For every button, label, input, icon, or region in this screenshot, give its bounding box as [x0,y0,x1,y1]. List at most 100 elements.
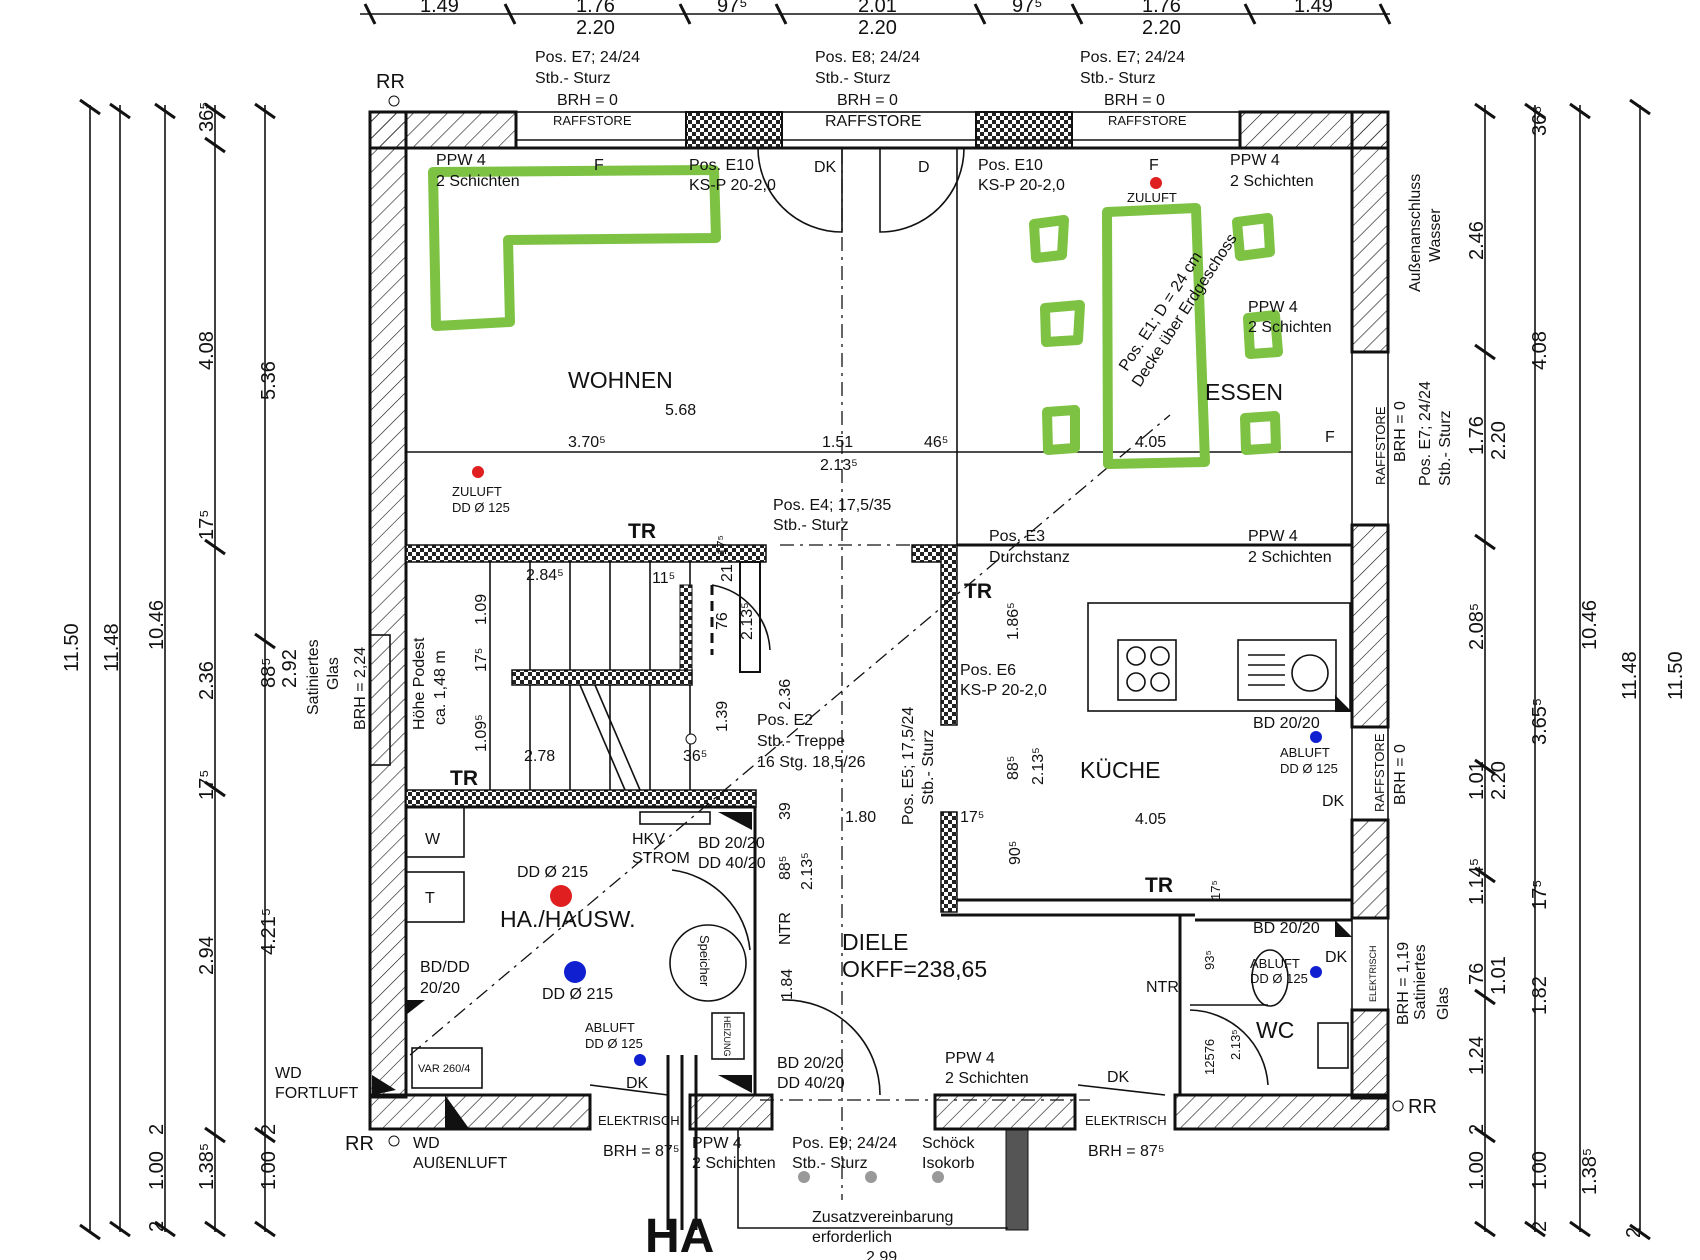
anchor-point [932,1171,944,1183]
plan-annotation: 2.13⁵ [739,602,756,640]
plan-annotation: F [594,157,604,174]
plan-annotation: Speicher [697,935,712,987]
plan-annotation: DD Ø 215 [517,864,588,881]
rr-marker [1392,1100,1404,1112]
plan-annotation: 2 Schichten [1248,549,1332,566]
plan-annotation: Glas [1435,987,1452,1020]
plan-annotation: PPW 4 [436,152,486,169]
chair-outline [1243,310,1283,359]
plan-annotation: Durchstanz [989,549,1070,566]
interior-walls [404,146,1352,1200]
plan-annotation: BRH = 87⁵ [603,1143,679,1160]
plan-annotation: BD 20/20 [698,835,765,852]
chair-outline [1029,215,1069,263]
chair-outline [1240,411,1281,455]
left-dim-e3: 4.08 [196,331,218,370]
room-essen: ESSEN [1205,379,1283,405]
plan-annotation: 76 [714,612,731,630]
plan-annotation: F [1325,429,1335,446]
right-dim-d3: 3.65⁵ [1529,698,1551,745]
plan-annotation: Pos. E2 [757,712,813,729]
staircase [489,562,771,791]
plan-annotation: BD 20/20 [1253,920,1320,937]
plan-annotation: TR [1145,874,1173,897]
left-dim-e4: 17⁵ [196,509,218,540]
room-hausw: HA./HAUSW. [500,906,635,932]
plan-annotation: DD Ø 125 [585,1036,643,1051]
right-dim-d4: 17⁵ [1529,879,1551,910]
top-dim-5: 97⁵ [1012,0,1043,17]
plan-annotation: DD 40/20 [777,1075,845,1092]
right-dim-a: 11.50 [1665,651,1687,700]
top-dimension-chain: 1.49 1.76 97⁵ 2.01 97⁵ 1.76 1.49 2.20 2.… [360,0,1392,39]
column [1005,1129,1029,1231]
right-dim-f1: 1.38⁵ [1579,1148,1601,1195]
plan-annotation: Satiniertes [305,639,322,715]
plan-annotation: BRH = 0 [1392,744,1409,805]
right-dim-e1: 2.46 [1466,221,1488,260]
plan-annotation: Pos. E10 [978,157,1043,174]
plan-annotation: 11⁵ [652,570,675,587]
plan-annotation: WD [413,1135,440,1152]
plan-annotation: Pos. E7; 24/24 [535,49,640,66]
left-dim-f1: 88⁵ [258,657,280,688]
plan-annotation: 1.80 [845,809,876,826]
plan-annotation: 4.05 [1135,434,1166,451]
plan-annotation: Satiniertes [1412,944,1429,1020]
right-dim-e3: 2.20 [1488,421,1510,460]
plan-annotation: RAFFSTORE [1373,406,1388,485]
plan-annotation: Pos. E6 [960,662,1016,679]
plan-annotation: D [918,159,930,176]
exterior-walls [368,110,1390,1131]
plan-annotation: Pos. E7; 24/24 [1417,381,1434,486]
plan-annotation: 2.13⁵ [820,457,858,474]
plan-annotation: 2 Schichten [1230,173,1314,190]
room-diele: DIELE [842,929,908,955]
zuluft-marker [472,466,484,478]
plan-annotation: 1.09 [473,594,490,625]
plan-annotation: Stb.- Sturz [773,517,849,534]
plan-annotation: 2.13⁵ [1030,747,1047,785]
plan-annotation: PPW 4 [1230,152,1280,169]
right-dim-d6: 1.00 [1529,1151,1551,1190]
right-dim-c: 10.46 [1579,600,1601,650]
plan-annotation: ABLUFT [1250,956,1300,971]
plan-annotation: 17⁵ [1208,880,1223,900]
zuluft-marker [1150,177,1162,189]
plan-annotation: ZULUFT [452,484,502,499]
top-dim-opening-2: 2.20 [858,17,897,39]
plan-annotation: 90⁵ [1007,841,1024,865]
plan-annotation: NTR [777,912,794,945]
plan-annotation: DK [1107,1069,1130,1086]
plan-annotation: DK [1322,793,1345,810]
plan-annotation: T [425,890,435,907]
left-dim-e8: 2 [146,1124,168,1135]
plan-annotation: RR [1408,1096,1437,1118]
plan-annotation: 5.68 [665,402,696,419]
right-dim-b: 11.48 [1619,651,1641,700]
plan-annotation: TR [450,767,478,790]
plan-annotation: ELEKTRISCH [598,1113,680,1128]
kitchen-island [1087,602,1352,712]
plan-annotation: AUßENLUFT [413,1155,507,1172]
plan-annotation: 12576 [1202,1039,1217,1075]
plan-annotation: TR [964,580,992,603]
plan-annotation: BRH = 2,24 [352,647,369,730]
plan-annotation: 2.13⁵ [799,852,816,890]
plan-annotation: 3.70⁵ [568,434,606,451]
plan-annotation: Stb.- Sturz [920,729,937,805]
plan-annotation: Pos. E10 [689,157,754,174]
right-dim-d2: 4.08 [1529,331,1551,370]
plan-annotation: 39 [777,802,794,820]
plan-annotation: 17⁵ [473,648,490,672]
plan-annotation: DD Ø 125 [1280,761,1338,776]
plan-annotation: RAFFSTORE [553,113,632,128]
left-dim-f2: 2.92 [279,649,301,688]
plan-annotation: BD 20/20 [1253,715,1320,732]
plan-annotation: 1.09⁵ [473,714,490,752]
dd215-marker-red [550,885,572,907]
plan-annotation: 16 Stg. 18,5/26 [757,754,866,771]
right-dimension-chains: 36⁵ 4.08 3.65⁵ 17⁵ 1.82 1.00 2 2.46 1.76… [1466,98,1687,1241]
plan-annotation: Zusatzvereinbarung [812,1209,953,1226]
plan-annotation: F [1149,157,1159,174]
